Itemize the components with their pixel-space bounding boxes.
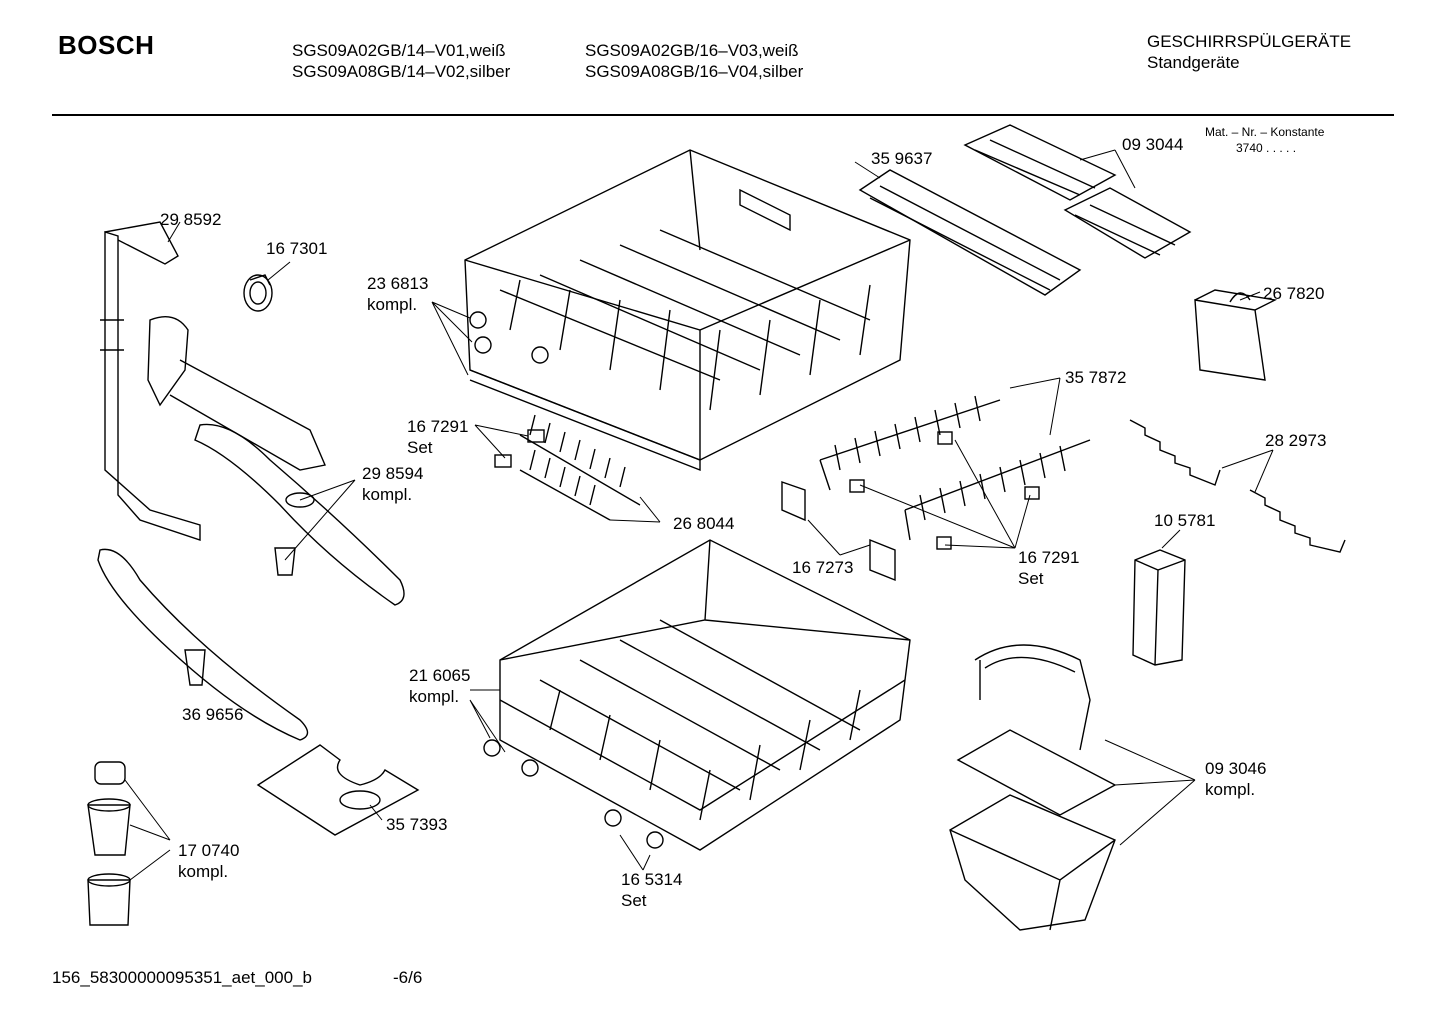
brand-logo: BOSCH: [58, 30, 155, 60]
model-list-2: SGS09A02GB/16–V03,weiß SGS09A08GB/16–V04…: [585, 40, 803, 82]
lower-basket-drawing: [483, 539, 911, 851]
part-number: 16 5314: [621, 870, 683, 889]
mat-note-value: 3740 . . . . .: [1236, 141, 1297, 155]
part-label-093046: 09 3046 kompl.: [1205, 758, 1266, 800]
part-label-167273: 16 7273: [792, 558, 854, 577]
model-line: SGS09A08GB/16–V04,silber: [585, 62, 804, 81]
page-number: -6/6: [393, 968, 423, 987]
part-label-267820: 26 7820: [1263, 284, 1325, 303]
subcategory-title: Standgeräte: [1147, 53, 1240, 72]
part-suffix: kompl.: [409, 687, 460, 706]
part-label-282973: 28 2973: [1265, 431, 1327, 450]
part-label-359637: 35 9637: [871, 149, 933, 168]
part-label-167291-a: 16 7291 Set: [407, 416, 468, 458]
cutlery-basket-large-drawing: [949, 644, 1117, 931]
part-suffix: Set: [407, 438, 433, 457]
cutlery-basket-small-drawing: [1194, 289, 1278, 381]
part-label-357393: 35 7393: [386, 815, 448, 834]
part-number: 23 6813: [367, 274, 429, 293]
part-label-268044: 26 8044: [673, 514, 735, 533]
part-label-357872: 35 7872: [1065, 368, 1127, 387]
part-label-216065: 21 6065 kompl.: [409, 665, 470, 707]
part-label-105781: 10 5781: [1154, 511, 1216, 530]
part-number: 09 3046: [1205, 759, 1267, 778]
part-number: 21 6065: [409, 666, 471, 685]
part-suffix: kompl.: [367, 295, 418, 314]
upper-basket-drawing: [464, 149, 911, 472]
part-number: 16 7291: [407, 417, 469, 436]
part-label-369656: 36 9656: [182, 705, 244, 724]
part-suffix: Set: [621, 891, 647, 910]
part-suffix: kompl.: [1205, 780, 1256, 799]
part-label-167301: 16 7301: [266, 239, 328, 258]
fine-filter-cap-drawing: [243, 274, 273, 312]
part-label-298592: 29 8592: [160, 210, 222, 229]
part-suffix: kompl.: [178, 862, 229, 881]
tine-rows-drawing: [519, 395, 1091, 541]
part-label-170740: 17 0740 kompl.: [178, 840, 239, 882]
filter-set-drawing: [87, 761, 131, 926]
part-label-093044: 09 3044: [1122, 135, 1184, 154]
clips-drawing: [494, 429, 1040, 582]
part-suffix: Set: [1018, 569, 1044, 588]
part-label-236813: 23 6813 kompl.: [367, 273, 428, 315]
leader-lines: [124, 149, 1274, 881]
category-block: GESCHIRRSPÜLGERÄTE Standgeräte: [1147, 31, 1351, 73]
part-number: 16 7291: [1018, 548, 1080, 567]
model-list-1: SGS09A02GB/14–V01,weiß SGS09A08GB/14–V02…: [292, 40, 510, 82]
part-number: 17 0740: [178, 841, 240, 860]
mat-note-label: Mat. – Nr. – Konstante: [1205, 125, 1325, 139]
part-label-165314: 16 5314 Set: [621, 869, 682, 911]
cup-shelf-drawing: [858, 124, 1192, 296]
part-suffix: kompl.: [362, 485, 413, 504]
filter-plate-drawing: [256, 744, 420, 836]
model-line: SGS09A08GB/14–V02,silber: [292, 62, 511, 81]
riser-pipe-drawing: [100, 221, 201, 541]
header-divider: [52, 114, 1394, 116]
upper-spray-arm-drawing: [147, 316, 405, 606]
cutlery-container-drawing: [1132, 549, 1186, 666]
knife-rack-drawing: [1129, 419, 1346, 553]
document-id: 156_58300000095351_aet_000_b: [52, 968, 312, 987]
part-label-167291-b: 16 7291 Set: [1018, 547, 1079, 589]
part-number: 29 8594: [362, 464, 424, 483]
category-title: GESCHIRRSPÜLGERÄTE: [1147, 32, 1352, 51]
model-line: SGS09A02GB/14–V01,weiß: [292, 41, 506, 60]
lower-spray-arm-drawing: [97, 548, 309, 741]
model-line: SGS09A02GB/16–V03,weiß: [585, 41, 799, 60]
part-label-298594: 29 8594 kompl.: [362, 463, 423, 505]
